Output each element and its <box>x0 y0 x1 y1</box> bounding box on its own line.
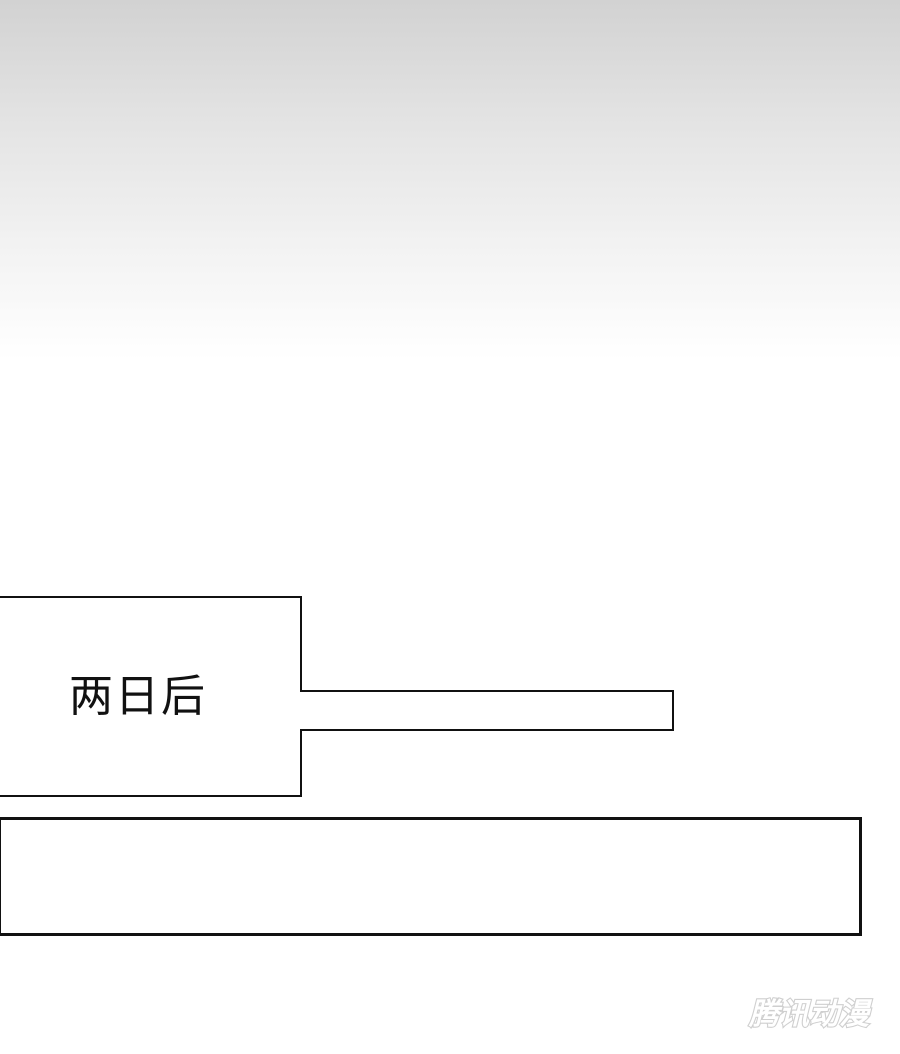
wide-bar-frame <box>0 817 862 936</box>
watermark-text: 腾讯动漫 <box>748 997 873 1032</box>
background-gradient <box>0 0 900 360</box>
caption-box: 两日后 <box>0 596 302 797</box>
watermark-logo: 腾讯动漫 <box>738 994 880 1034</box>
caption-text: 两日后 <box>69 670 207 722</box>
watermark-logo-graphic: 腾讯动漫 <box>747 996 874 1033</box>
narrow-bar-frame <box>300 690 674 731</box>
